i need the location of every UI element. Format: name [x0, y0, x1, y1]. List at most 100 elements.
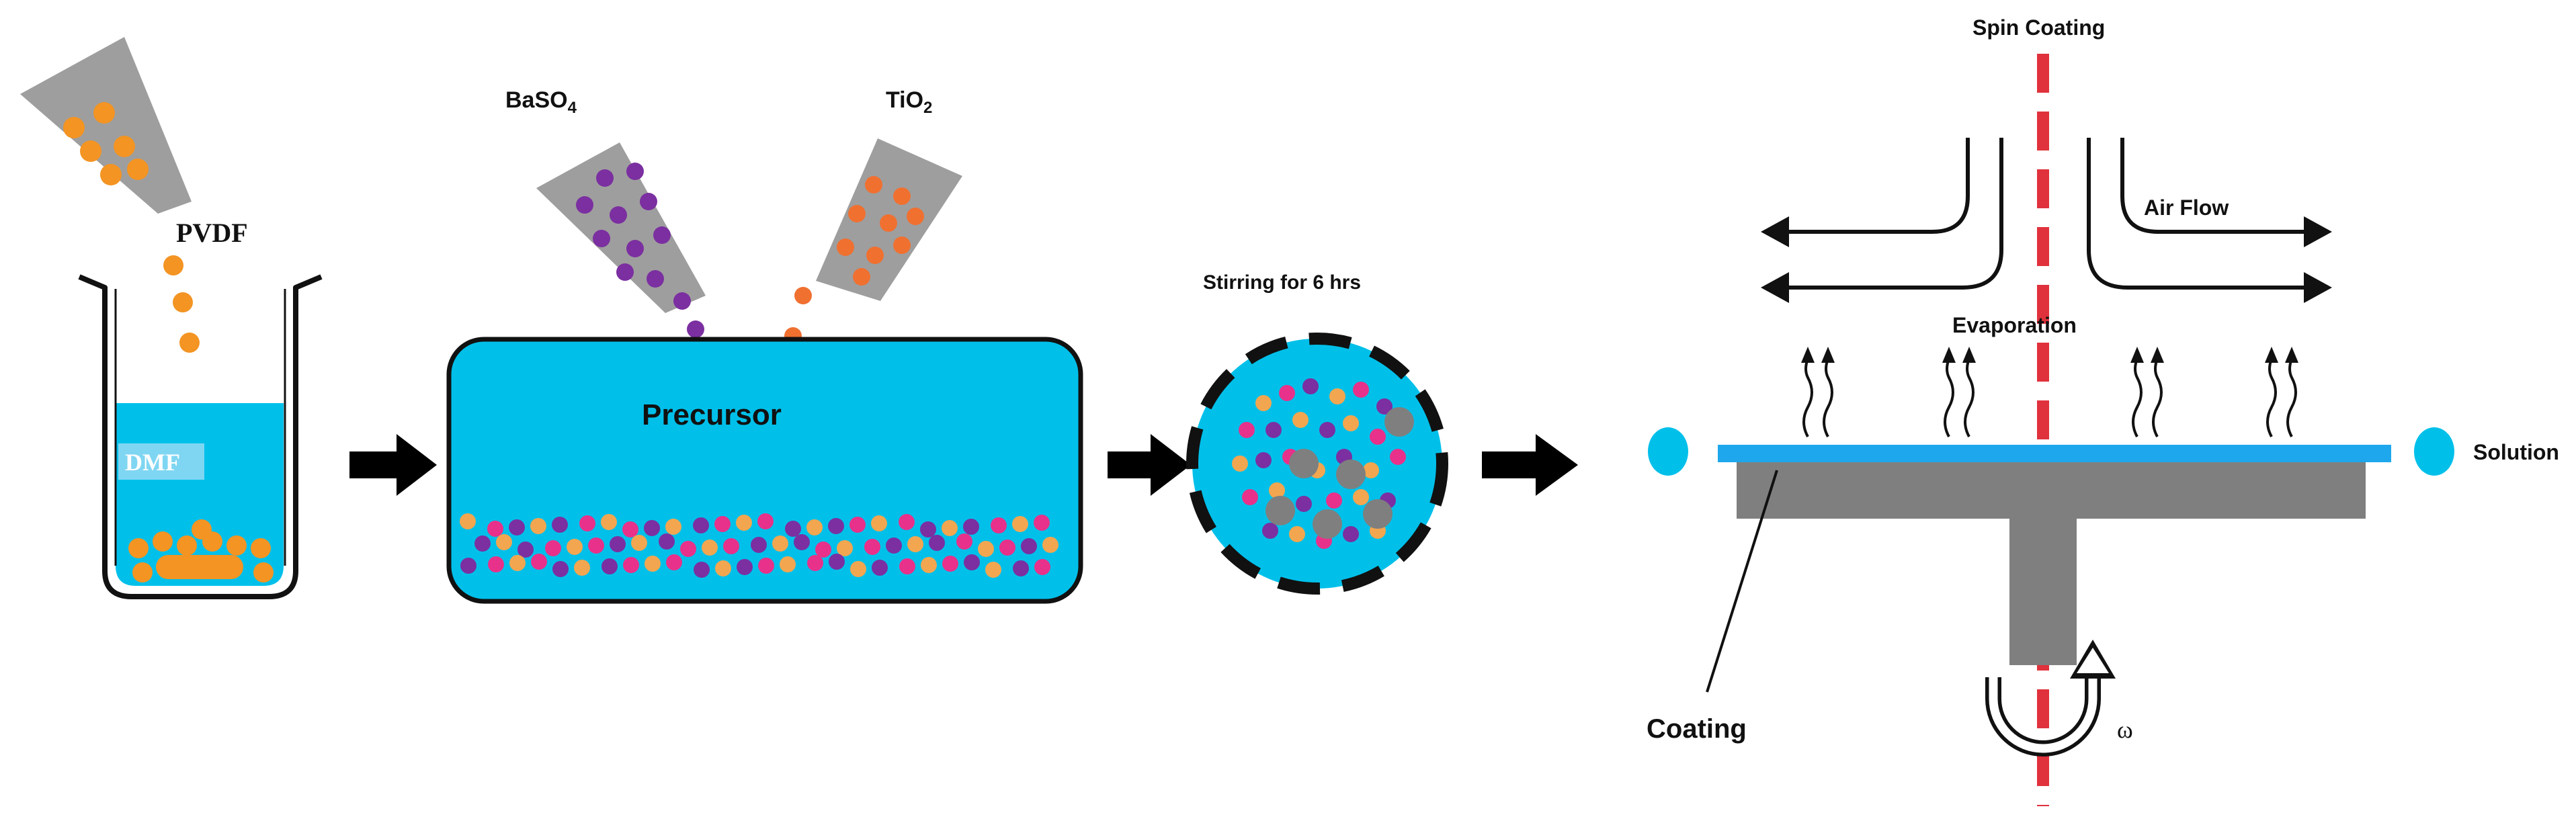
precursor-particle [899, 558, 915, 574]
precursor-particle [1021, 538, 1037, 554]
mixed-particles [1232, 378, 1414, 549]
tio2-agglomerate [1313, 509, 1342, 539]
precursor-tank: Precursor [446, 337, 1083, 604]
evaporation-arrowhead [1962, 347, 1976, 363]
baso4-particle [616, 263, 634, 281]
evaporation-arrowhead [2130, 347, 2144, 363]
precursor-particle [659, 533, 675, 550]
solution-droplet-right [2414, 427, 2454, 476]
baso4-particle [610, 206, 627, 224]
right-arrow-icon [349, 434, 437, 496]
mixed-particle [1296, 496, 1312, 512]
precursor-particle [474, 535, 491, 552]
mixed-particle [1269, 482, 1285, 499]
evaporation-arrowhead [1942, 347, 1956, 363]
mixed-particle [1363, 462, 1379, 478]
baso4-particle [653, 226, 671, 244]
precursor-particle [751, 537, 767, 553]
precursor-particle [574, 560, 590, 576]
precursor-particle [1034, 515, 1050, 531]
precursor-particle [622, 521, 638, 537]
precursor-particle [530, 518, 546, 534]
mixed-particle [1343, 526, 1359, 542]
baso4-label: BaSO4 [505, 87, 577, 117]
precursor-particle [828, 518, 844, 534]
precursor-particle [488, 556, 504, 572]
precursor-particle [693, 517, 709, 533]
tio2-label: TiO2 [886, 87, 932, 117]
mixed-particle [1292, 412, 1308, 428]
pvdf-particle [114, 136, 135, 157]
mixed-particle [1255, 395, 1272, 411]
tio2-particle [907, 208, 924, 225]
precursor-particle [1042, 537, 1058, 553]
precursor-label: Precursor [642, 398, 782, 431]
tio2-agglomerate [1336, 460, 1366, 489]
precursor-particle [991, 517, 1007, 533]
precursor-particle [794, 534, 810, 550]
tio2-particle [866, 247, 884, 264]
precursor-particle [850, 561, 866, 577]
precursor-particle [509, 519, 525, 535]
pvdf-particle [179, 333, 200, 353]
pvdf-falling-particles [163, 255, 200, 353]
tio2-agglomerate [1289, 449, 1319, 478]
precursor-particle [736, 515, 752, 531]
coating-pointer [1706, 470, 1778, 693]
pvdf-particle [100, 164, 122, 185]
tio2-agglomerate [1384, 407, 1414, 437]
precursor-particle [849, 517, 866, 533]
precursor-particle [963, 519, 979, 535]
precursor-particle [666, 554, 682, 570]
precursor-particle [921, 557, 937, 573]
baso4-particle [596, 169, 614, 187]
pvdf-particle [163, 255, 183, 275]
dmf-label-patch [118, 443, 204, 480]
stirring-circle [1186, 333, 1448, 595]
tio2-agglomerate [1363, 499, 1393, 529]
pvdf-particle [253, 562, 274, 582]
evaporation-arrowhead [1821, 347, 1835, 363]
spin-coater [1648, 427, 2454, 665]
falling-particle [794, 287, 812, 304]
pvdf-funnel-particles [63, 102, 149, 185]
precursor-particle [785, 521, 801, 537]
pvdf-particle [127, 159, 149, 180]
pvdf-particle [192, 519, 212, 539]
precursor-particle [579, 515, 595, 531]
evaporation-arrow [1964, 358, 1975, 437]
mixed-particle [1326, 492, 1342, 509]
evaporation-arrowhead [2151, 347, 2164, 363]
pvdf-particle [63, 117, 85, 138]
baso4-particle [640, 193, 657, 210]
evaporation-arrowhead [1801, 347, 1815, 363]
precursor-particle [806, 519, 823, 535]
mixed-particle [1370, 429, 1386, 445]
rotation-arrow-icon [1985, 640, 2116, 757]
precursor-particle [460, 513, 476, 529]
baso4-particle [626, 240, 644, 257]
baso4-funnel-particles [576, 163, 671, 288]
precursor-particle [694, 562, 710, 578]
evaporation-arrowhead [2265, 347, 2278, 363]
pvdf-particle [80, 140, 101, 162]
precursor-particle [899, 514, 915, 530]
mixed-particle [1343, 415, 1359, 431]
evaporation-arrow [2152, 358, 2163, 437]
precursor-particle [999, 539, 1015, 556]
evaporation-arrow [1802, 358, 1813, 437]
precursor-particle [929, 535, 945, 551]
precursor-particle [460, 558, 476, 574]
tio2-particle [865, 176, 882, 193]
baso4-particle [593, 230, 610, 247]
coating-label: Coating [1647, 714, 1747, 744]
precursor-particle [702, 539, 718, 556]
precursor-particle [509, 555, 526, 571]
pvdf-particle [132, 562, 153, 582]
baso4-particle [647, 270, 664, 288]
mixed-particle [1279, 385, 1295, 401]
air-flow-label: Air Flow [2144, 196, 2229, 220]
tio2-particle [893, 187, 911, 205]
precursor-particle [864, 539, 880, 555]
